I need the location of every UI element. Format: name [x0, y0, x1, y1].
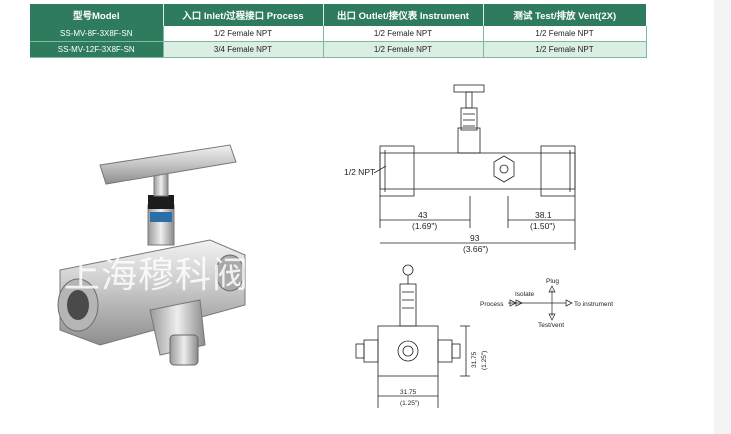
dim-right: 38.1 [535, 210, 552, 220]
dim-total: 93 [470, 233, 480, 243]
dim-vert: 31.75 [471, 351, 478, 368]
table-header-row: 型号Model 入口 Inlet/过程接口 Process 出口 Outlet/… [30, 4, 646, 26]
dim-vert-in: (1.25") [481, 351, 488, 370]
schematic-process: Process [480, 301, 504, 308]
header-inlet: 入口 Inlet/过程接口 Process [163, 4, 324, 26]
schematic-isolate: Isolate [515, 291, 535, 298]
schematic-to-instrument: To instrument [574, 301, 613, 308]
cell-test: 1/2 Female NPT [483, 26, 647, 42]
cell-outlet: 1/2 Female NPT [323, 41, 484, 58]
cell-inlet: 1/2 Female NPT [163, 26, 324, 42]
cell-model: SS-MV-8F-3X8F-SN [30, 26, 164, 42]
schematic-test-vent: Test/vent [538, 322, 564, 329]
header-model: 型号Model [30, 4, 164, 26]
dim-left-in: (1.69") [412, 221, 437, 231]
dim-bottom-in: (1.25") [400, 400, 419, 407]
side-panel [714, 0, 731, 434]
valve-photo [57, 144, 246, 366]
port-label: 1/2 NPT [344, 167, 375, 177]
header-test: 测试 Test/排放 Vent(2X) [483, 4, 646, 26]
cell-inlet: 3/4 Female NPT [163, 41, 324, 58]
cell-outlet: 1/2 Female NPT [323, 26, 484, 42]
cell-test: 1/2 Female NPT [483, 41, 647, 58]
watermark: 上海穆科阀 [64, 255, 250, 296]
table-row: SS-MV-12F-3X8F-SN 3/4 Female NPT 1/2 Fem… [30, 41, 647, 58]
dimension-drawing: 1/2 NPT 43 (1.69") 38.1 (1.50") 93 (3.66… [344, 84, 613, 408]
header-outlet: 出口 Outlet/接仪表 Instrument [323, 4, 484, 26]
dim-total-in: (3.66") [463, 244, 488, 254]
schematic-plug: Plug [546, 278, 559, 285]
table-row: SS-MV-8F-3X8F-SN 1/2 Female NPT 1/2 Fema… [30, 26, 647, 42]
spec-table: 型号Model 入口 Inlet/过程接口 Process 出口 Outlet/… [30, 4, 647, 58]
cell-model: SS-MV-12F-3X8F-SN [30, 41, 164, 58]
dim-left: 43 [418, 210, 428, 220]
dim-right-in: (1.50") [530, 221, 555, 231]
dim-bottom: 31.75 [400, 389, 417, 396]
